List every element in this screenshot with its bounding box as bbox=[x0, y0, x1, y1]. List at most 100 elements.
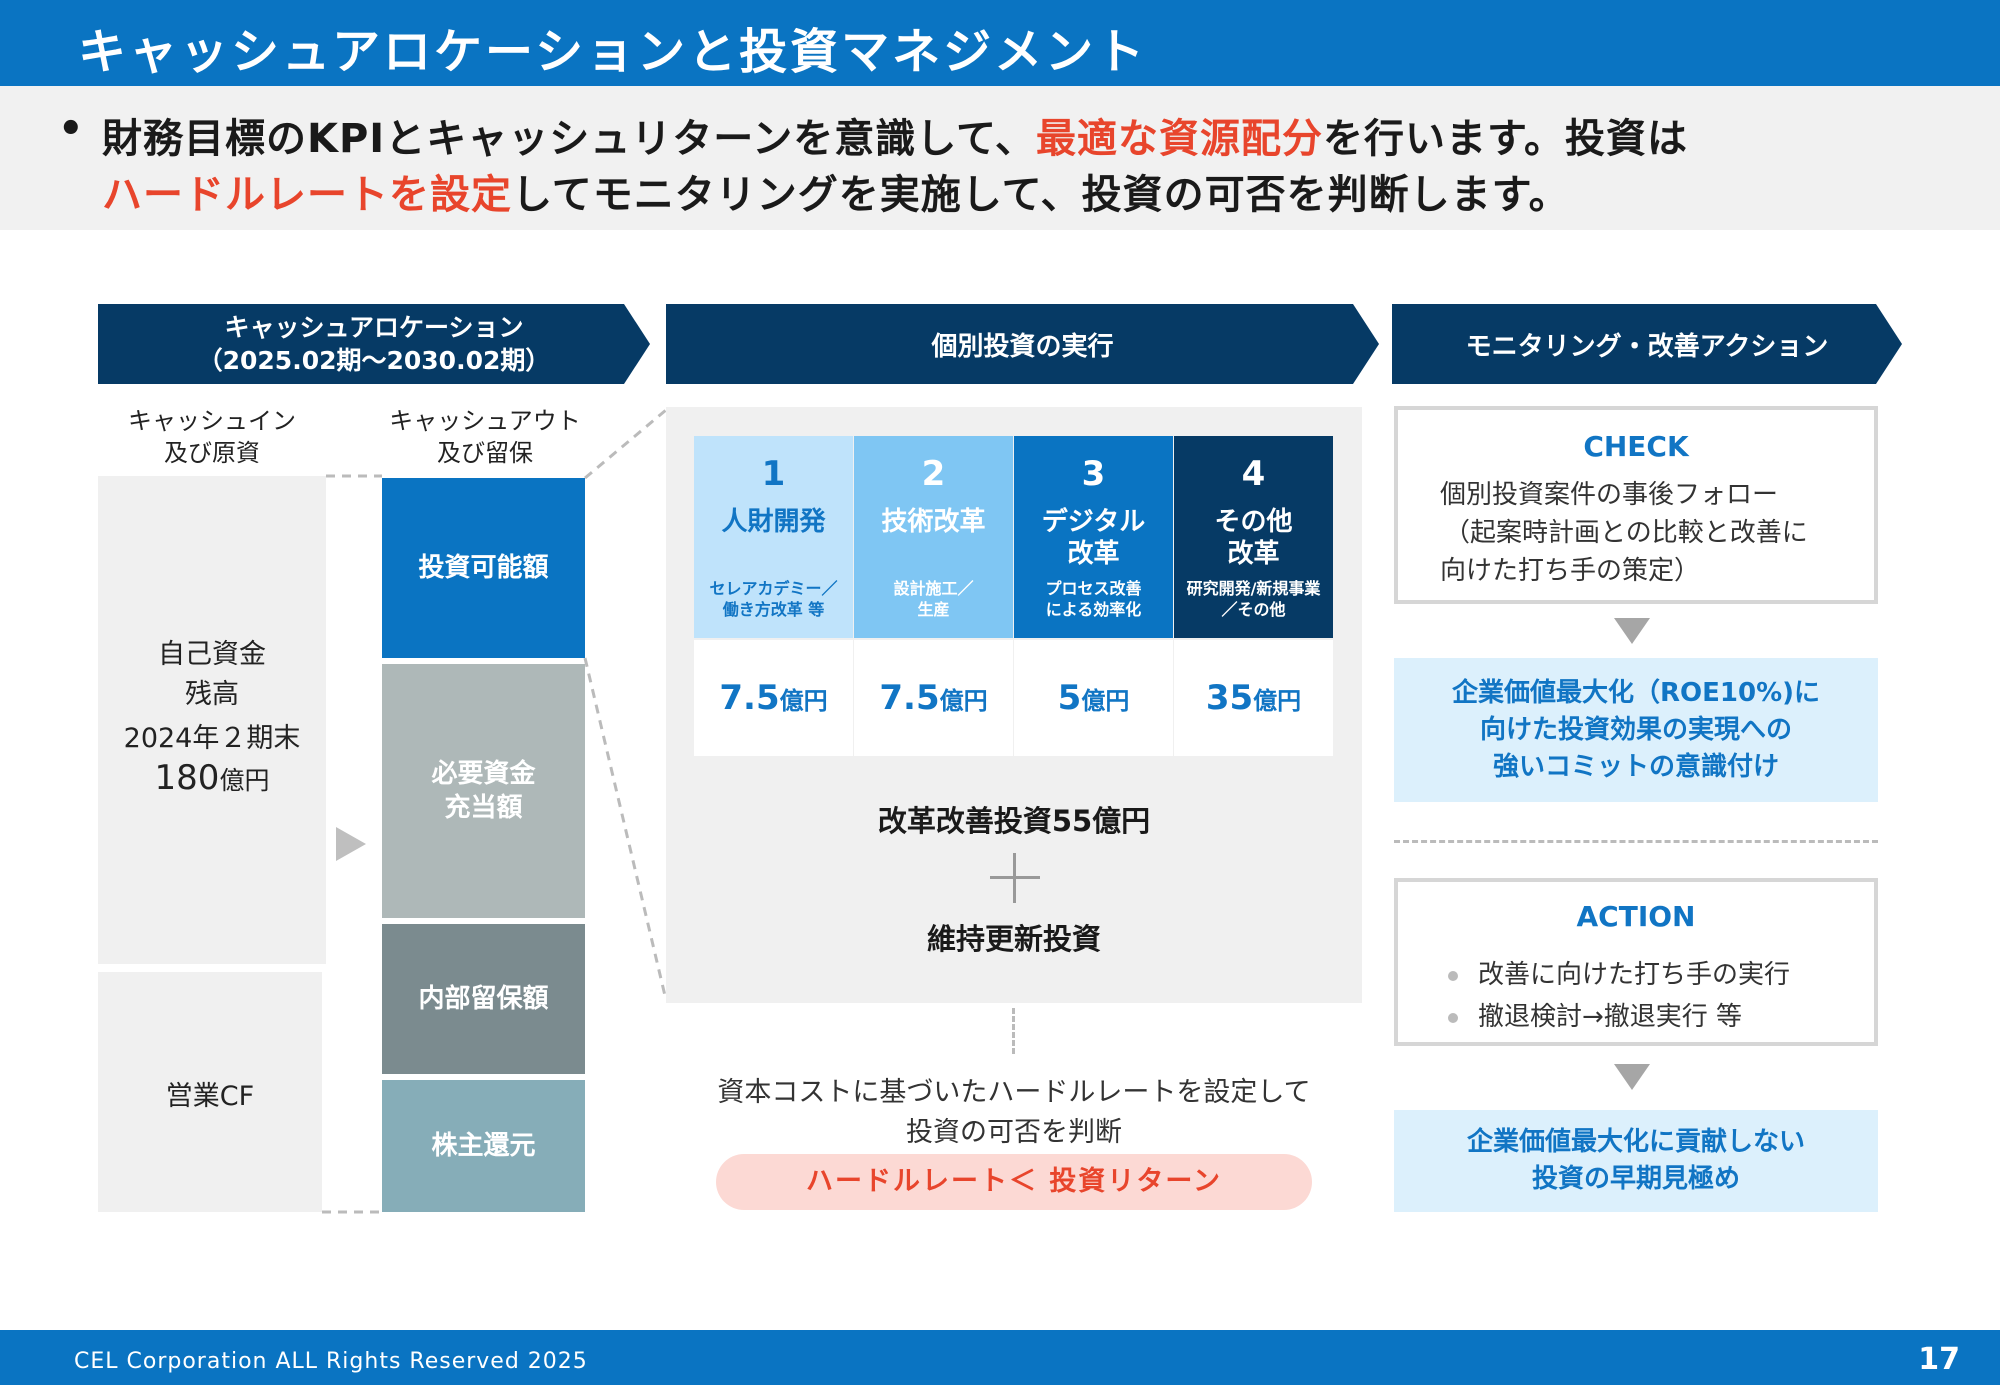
amount-unit: 億円 bbox=[939, 687, 988, 715]
category-desc-2: 生産 bbox=[917, 600, 950, 619]
category-desc-2: 働き方改革 等 bbox=[722, 600, 825, 619]
connector-invest-bottom bbox=[583, 657, 668, 1001]
category-card: 3 デジタル 改革 プロセス改善による効率化 bbox=[1014, 436, 1173, 638]
lead-highlight: ハードルレートを設定 bbox=[102, 172, 512, 218]
arrow-right-icon bbox=[336, 827, 366, 861]
category-number: 3 bbox=[1081, 454, 1106, 494]
amount-value: 7.5 bbox=[719, 678, 780, 718]
lead-line-2: ハードルレートを設定してモニタリングを実施して、投資の可否を判断します。 bbox=[102, 162, 1570, 220]
lead-band bbox=[0, 86, 2000, 230]
category-desc: セレアカデミー／ 働き方改革 等 bbox=[694, 578, 853, 620]
check-line-1: 個別投資案件の事後フォロー bbox=[1440, 480, 1779, 510]
retained-earnings-block: 内部留保額 bbox=[382, 924, 585, 1074]
category-name: 技術改革 bbox=[881, 507, 986, 537]
cashout-heading: キャッシュアウト 及び留保 bbox=[380, 405, 590, 469]
section-execution: 個別投資の実行 bbox=[666, 304, 1379, 384]
category-desc-2: ／その他 bbox=[1221, 600, 1286, 619]
connector-invest-top bbox=[584, 408, 667, 480]
lead-line-1: 財務目標のKPIとキャッシュリターンを意識して、最適な資源配分を行います。投資は bbox=[102, 106, 1688, 164]
category-name: 人財開発 bbox=[721, 507, 826, 537]
copyright-text: CEL Corporation ALL Rights Reserved 2025 bbox=[74, 1349, 588, 1374]
category-card: 4 その他 改革 研究開発/新規事業 ／その他 bbox=[1174, 436, 1333, 638]
bullet-dot-icon bbox=[1448, 970, 1458, 981]
category-desc: 設計施工／ 生産 bbox=[854, 578, 1013, 620]
category-card: 2 技術改革 設計施工／ 生産 bbox=[854, 436, 1013, 638]
plus-icon bbox=[1013, 853, 1016, 903]
cashin-heading: キャッシュイン 及び原資 bbox=[98, 405, 326, 469]
operating-cf-box bbox=[98, 972, 322, 1212]
action-box: ACTION 改善に向けた打ち手の実行 撤退検討→撤退実行 等 bbox=[1394, 878, 1878, 1046]
check-title: CHECK bbox=[1583, 430, 1689, 463]
value-commitment-line-2: 向けた投資効果の実現への bbox=[1479, 714, 1792, 745]
action-item: 改善に向けた打ち手の実行 bbox=[1448, 954, 1790, 991]
category-desc-1: 設計施工／ bbox=[893, 579, 974, 598]
own-funds-label-2: 残高 bbox=[185, 679, 239, 710]
category-desc-1: プロセス改善 bbox=[1045, 579, 1142, 598]
check-line-2: （起案時計画との比較と改善に bbox=[1444, 518, 1808, 548]
check-box: CHECK 個別投資案件の事後フォロー （起案時計画との比較と改善に 向けた打ち… bbox=[1394, 406, 1878, 604]
amount-unit: 億円 bbox=[779, 687, 828, 715]
action-title: ACTION bbox=[1576, 900, 1696, 933]
section-allocation: キャッシュアロケーション （2025.02期～2030.02期） bbox=[98, 304, 650, 384]
cashout-heading-2: 及び留保 bbox=[437, 439, 533, 467]
own-funds-box bbox=[98, 476, 326, 964]
operating-cf-label: 営業CF bbox=[165, 1081, 255, 1112]
amount-value: 7.5 bbox=[879, 678, 940, 718]
section-allocation-period: （2025.02期～2030.02期） bbox=[197, 346, 551, 375]
maintenance-investment: 維持更新投資 bbox=[926, 922, 1101, 956]
section-allocation-title: キャッシュアロケーション bbox=[224, 313, 524, 342]
own-funds-amount: 180億円 bbox=[98, 758, 326, 798]
investable-amount-block: 投資可能額 bbox=[382, 478, 585, 658]
header-bar bbox=[0, 0, 2000, 86]
category-name-2: 改革 bbox=[1067, 539, 1120, 569]
category-amount: 7.5億円 bbox=[694, 640, 853, 756]
required-funds-label-1: 必要資金 bbox=[431, 759, 536, 789]
hurdle-note-1: 資本コストに基づいたハードルレートを設定して bbox=[717, 1077, 1311, 1108]
required-funds-label-2: 充当額 bbox=[444, 793, 523, 823]
lead-text: してモニタリングを実施して、投資の可否を判断します。 bbox=[512, 172, 1570, 218]
action-item-text: 改善に向けた打ち手の実行 bbox=[1478, 960, 1791, 990]
early-assessment-line-2: 投資の早期見極め bbox=[1531, 1164, 1740, 1194]
cashin-heading-2: 及び原資 bbox=[164, 439, 260, 467]
page-number: 17 bbox=[1918, 1342, 1960, 1377]
page-title: キャッシュアロケーションと投資マネジメント bbox=[78, 24, 1148, 80]
shareholder-return-block: 株主還元 bbox=[382, 1080, 585, 1212]
cashin-heading-1: キャッシュイン bbox=[128, 407, 296, 435]
category-desc: プロセス改善による効率化 bbox=[1014, 578, 1173, 620]
value-commitment-line-3: 強いコミットの意識付け bbox=[1492, 751, 1779, 782]
category-desc-1: 研究開発/新規事業 bbox=[1186, 579, 1321, 598]
early-assessment-box: 企業価値最大化に貢献しない 投資の早期見極め bbox=[1394, 1110, 1878, 1212]
reform-investment-total: 改革改善投資55億円 bbox=[877, 804, 1151, 838]
value-commitment-box: 企業価値最大化（ROE10%)に 向けた投資効果の実現への 強いコミットの意識付… bbox=[1394, 658, 1878, 802]
hurdle-rule-badge: ハードルレート＜ 投資リターン bbox=[716, 1154, 1312, 1210]
cashout-heading-1: キャッシュアウト bbox=[389, 407, 581, 435]
footer-bar bbox=[0, 1330, 2000, 1385]
action-item-text: 撤退検討→撤退実行 等 bbox=[1478, 1002, 1743, 1032]
category-amount: 5億円 bbox=[1014, 640, 1173, 756]
action-item: 撤退検討→撤退実行 等 bbox=[1448, 996, 1742, 1033]
dashed-connector bbox=[1012, 1008, 1015, 1054]
own-funds-date: 2024年２期末 bbox=[123, 723, 301, 754]
category-number: 4 bbox=[1241, 454, 1266, 494]
bullet-dot-icon bbox=[1448, 1012, 1458, 1023]
category-desc-1: セレアカデミー／ bbox=[709, 579, 838, 598]
category-name: その他 bbox=[1214, 507, 1293, 537]
category-number: 1 bbox=[761, 454, 786, 494]
section-monitoring: モニタリング・改善アクション bbox=[1392, 304, 1902, 384]
lead-text: 財務目標のKPIとキャッシュリターンを意識して、 bbox=[102, 116, 1036, 162]
amount-unit: 億円 bbox=[1081, 687, 1130, 715]
dashed-divider bbox=[1394, 840, 1878, 843]
triangle-down-icon bbox=[1614, 1064, 1650, 1090]
lead-highlight: 最適な資源配分 bbox=[1036, 116, 1323, 162]
lead-text: を行います。投資は bbox=[1323, 116, 1688, 162]
triangle-down-icon bbox=[1614, 618, 1650, 644]
category-name-2: 改革 bbox=[1227, 539, 1280, 569]
category-amount: 35億円 bbox=[1174, 640, 1333, 756]
amount-unit: 億円 bbox=[1253, 687, 1302, 715]
required-funds-block: 必要資金 充当額 bbox=[382, 664, 585, 918]
category-amount: 7.5億円 bbox=[854, 640, 1013, 756]
category-number: 2 bbox=[921, 454, 946, 494]
early-assessment-line-1: 企業価値最大化に貢献しない bbox=[1466, 1127, 1805, 1157]
own-funds-unit: 億円 bbox=[219, 766, 270, 795]
value-commitment-line-1: 企業価値最大化（ROE10%)に bbox=[1452, 677, 1820, 708]
